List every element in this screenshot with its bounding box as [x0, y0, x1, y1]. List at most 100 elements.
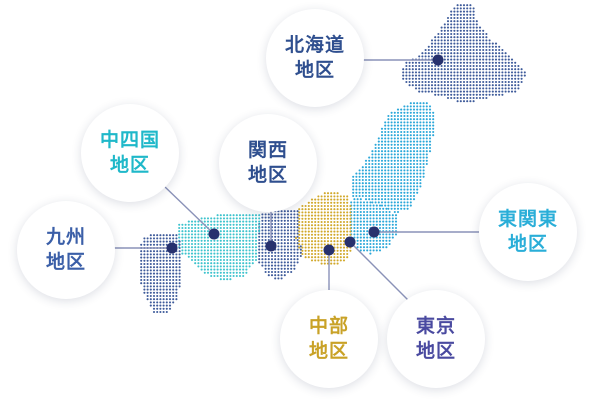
map-dot [203, 226, 206, 230]
region-bubble-kyushu[interactable]: 九州 地区 [17, 201, 115, 299]
map-dot [152, 307, 156, 310]
map-dot [456, 26, 459, 29]
region-bubble-higashikanto[interactable]: 東関東 地区 [479, 183, 577, 281]
region-marker-chushikoku[interactable] [208, 228, 220, 240]
region-bubble-kansai[interactable]: 関西 地区 [219, 114, 317, 212]
map-dot [380, 159, 384, 162]
map-dot [156, 275, 159, 278]
map-dot [459, 58, 462, 61]
map-dot [387, 178, 390, 182]
map-dot [453, 42, 456, 45]
map-dot [301, 227, 304, 230]
map-dot [391, 226, 394, 230]
map-dot [296, 216, 299, 219]
map-dot [456, 77, 459, 80]
map-dot [336, 252, 339, 256]
map-dot [380, 127, 384, 130]
map-dot [418, 68, 421, 71]
map-dot [342, 198, 346, 201]
map-dot [293, 210, 296, 213]
map-dot [462, 61, 466, 64]
map-dot [213, 220, 216, 223]
map-dot [229, 217, 232, 220]
map-dot [293, 229, 296, 232]
map-dot [385, 226, 388, 230]
map-dot [149, 275, 152, 278]
map-dot [156, 278, 159, 282]
region-suffix: 地区 [308, 340, 349, 362]
map-dot [427, 90, 430, 93]
map-dot [396, 124, 400, 127]
map-dot [245, 236, 248, 239]
map-dot [378, 204, 382, 207]
map-dot [390, 159, 393, 162]
map-dot [353, 233, 356, 236]
map-dot [307, 256, 310, 259]
map-dot [408, 80, 411, 84]
region-bubble-chubu[interactable]: 中部 地区 [280, 290, 378, 388]
map-dot [361, 182, 364, 185]
region-marker-chubu[interactable] [323, 244, 335, 256]
map-dot [286, 222, 290, 226]
map-dot [293, 232, 296, 235]
map-dot [400, 153, 403, 156]
map-dot [368, 188, 371, 191]
map-dot [446, 96, 450, 100]
map-dot [475, 68, 478, 71]
map-dot [446, 64, 450, 68]
map-dot [406, 134, 409, 137]
map-dot [440, 68, 443, 71]
map-dot [400, 169, 403, 172]
map-dot [339, 195, 342, 198]
map-dot [336, 220, 339, 224]
map-dot [412, 172, 416, 175]
map-dot [226, 217, 229, 220]
region-bubble-hokkaido[interactable]: 北海道 地区 [266, 9, 364, 107]
map-dot [366, 242, 369, 246]
map-dot [203, 242, 206, 246]
map-dot [387, 159, 390, 162]
map-dot [388, 242, 391, 246]
map-dot [384, 169, 387, 172]
map-dot [159, 275, 162, 278]
region-marker-kansai[interactable] [265, 240, 277, 252]
region-bubble-chushikoku[interactable]: 中四国 地区 [81, 104, 179, 202]
map-dot [286, 232, 290, 235]
map-dot [146, 237, 149, 240]
map-dot [412, 191, 416, 194]
map-dot [388, 210, 391, 214]
map-dot [462, 16, 466, 20]
region-marker-tokyo[interactable] [344, 236, 356, 248]
map-dot [267, 213, 270, 216]
map-dot [456, 93, 459, 96]
map-dot [320, 233, 323, 236]
map-dot [377, 178, 380, 182]
map-dot [462, 4, 466, 7]
map-dot [172, 278, 175, 282]
map-dot [146, 243, 149, 246]
map-dot [149, 298, 152, 301]
map-dot [450, 80, 453, 84]
region-bubble-tokyo[interactable]: 東京 地区 [387, 290, 485, 388]
map-dot [475, 90, 478, 93]
map-dot [326, 236, 330, 240]
map-dot [456, 29, 459, 32]
map-dot [333, 217, 336, 220]
map-dot [172, 272, 175, 275]
map-dot [175, 278, 178, 282]
map-dot [450, 23, 453, 26]
map-dot [339, 249, 342, 252]
map-dot [216, 239, 219, 242]
region-marker-kyushu[interactable] [166, 242, 178, 254]
map-dot [494, 93, 498, 96]
map-dot [406, 194, 409, 198]
map-dot [296, 248, 299, 251]
map-dot [412, 111, 416, 114]
region-marker-hokkaido[interactable] [432, 54, 444, 66]
map-dot [384, 140, 387, 143]
map-dot [485, 77, 488, 80]
region-marker-higashikanto[interactable] [368, 226, 380, 238]
map-dot [482, 48, 485, 52]
map-dot [290, 261, 293, 264]
map-dot [342, 214, 346, 217]
